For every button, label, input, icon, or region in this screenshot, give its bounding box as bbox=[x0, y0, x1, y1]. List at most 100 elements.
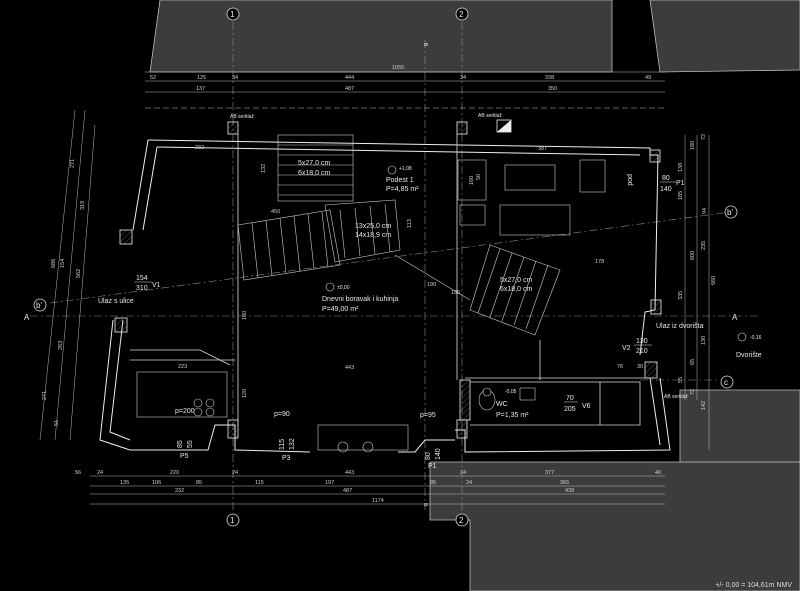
living-area: P=49,00 m² bbox=[322, 306, 359, 313]
bottom-dimension-lines bbox=[90, 475, 665, 505]
dvoriste-level: -0,16 bbox=[750, 335, 762, 341]
axis-b-prime-left: b' bbox=[36, 301, 42, 310]
entry-yard-label: Ulaz iz dvorišta bbox=[656, 323, 704, 330]
dim-right-inner-value: 55 bbox=[678, 377, 684, 383]
dim-top-row3-value: 350 bbox=[548, 86, 557, 92]
svg-text:70: 70 bbox=[566, 395, 574, 402]
dim-right-value: 335 bbox=[678, 291, 684, 300]
axis-b-top: B bbox=[422, 43, 428, 47]
pod-label: pod bbox=[626, 174, 633, 186]
ab-serklaz-label-top: AB serklaž bbox=[230, 114, 254, 120]
svg-text:55: 55 bbox=[187, 440, 194, 448]
ab-serklaz-label-right: AB serklaž bbox=[664, 394, 688, 400]
dim-bottom-row1-value: 24 bbox=[460, 470, 466, 476]
dim-bottom-row3-value: 487 bbox=[343, 488, 352, 494]
dim-left-inner-value: 319 bbox=[80, 201, 86, 210]
dim-right-value: 142 bbox=[701, 401, 707, 410]
ab-serklaz-label-top-2: AB serklaž bbox=[478, 113, 502, 119]
opening-v2: 130 210 V2 bbox=[622, 338, 652, 355]
section-marker bbox=[496, 119, 512, 133]
inner-dimension-value: 223 bbox=[178, 364, 187, 370]
svg-text:80: 80 bbox=[662, 175, 670, 182]
inner-dimension-value: 232 bbox=[195, 145, 204, 151]
room-podest: +1,08 Podest 1 P=4,85 m² bbox=[386, 165, 419, 193]
dim-right-value: 235 bbox=[701, 241, 707, 250]
dim-top-row2-value: 34 bbox=[460, 75, 466, 81]
side-dimension-lines bbox=[39, 109, 710, 450]
dim-top-overall: 1055 bbox=[392, 65, 404, 71]
stair-1-label-a: 5x27,0 cm bbox=[298, 160, 330, 167]
dim-bottom-row1-value: 40 bbox=[655, 470, 661, 476]
svg-text:80: 80 bbox=[425, 452, 432, 460]
stair-1 bbox=[277, 134, 354, 202]
living-name: Dnevni boravak i kuhinja bbox=[322, 296, 398, 303]
dim-right-inner-value: 72 bbox=[690, 389, 696, 395]
dim-right-inner-value: 94 bbox=[702, 208, 708, 214]
inner-dimension-value: 50 bbox=[476, 174, 482, 180]
reference-level-note: +/- 0,00 = 104,61m NMV bbox=[715, 582, 792, 589]
stair-2 bbox=[237, 199, 401, 281]
dim-left-inner-value: 562 bbox=[76, 269, 82, 278]
svg-text:V6: V6 bbox=[582, 403, 591, 410]
room-dvoriste: -0,16 Dvorište bbox=[736, 332, 762, 359]
dim-bottom-row1-value: 24 bbox=[97, 470, 103, 476]
opening-p1-top: 80 140 P1 bbox=[660, 175, 685, 193]
dim-bottom-row2-value: 135 bbox=[120, 480, 129, 486]
inner-dimension-value: 160 bbox=[469, 176, 475, 185]
stair-3 bbox=[394, 244, 561, 336]
dim-bottom-row1-value: 377 bbox=[545, 470, 554, 476]
room-wc: -0,05 WC P=1,35 m² bbox=[482, 387, 529, 419]
stair-3-label-b: 6x18,0 cm bbox=[500, 286, 532, 293]
inner-dimension-value: 180 bbox=[242, 311, 248, 320]
dim-top-row2-value: 34 bbox=[232, 75, 238, 81]
axis-b-bottom: B bbox=[422, 503, 428, 507]
wc-area: P=1,35 m² bbox=[496, 412, 529, 419]
dim-bottom-row3: 232 487 438 bbox=[175, 488, 574, 494]
stair-2-label-a: 13x25,0 cm bbox=[355, 223, 391, 230]
dim-right-inner-value: 138 bbox=[678, 163, 684, 172]
svg-text:P3: P3 bbox=[282, 455, 291, 462]
opening-v1: 154 310 V1 bbox=[134, 275, 161, 292]
opening-v6: 70 205 V6 bbox=[564, 395, 591, 413]
dim-left-value: 51 bbox=[54, 420, 60, 426]
top-dimension-lines bbox=[145, 71, 665, 109]
inner-dimension-value: 76 bbox=[617, 364, 623, 370]
dim-left-value: 271 bbox=[42, 391, 48, 400]
axis-1-bottom: 1 bbox=[230, 516, 235, 525]
svg-text:p=200: p=200 bbox=[175, 408, 195, 415]
dvoriste-name: Dvorište bbox=[736, 352, 762, 359]
axis-markers bbox=[33, 7, 738, 527]
columns bbox=[114, 121, 662, 439]
dim-bottom-row3-value: 438 bbox=[565, 488, 574, 494]
svg-text:140: 140 bbox=[435, 448, 442, 460]
entry-street-label: Ulaz s ulice bbox=[98, 298, 134, 305]
dim-bottom-overall: 1174 bbox=[372, 498, 384, 504]
axis-1-top: 1 bbox=[230, 10, 235, 19]
dim-top-row2-value: 49 bbox=[645, 75, 651, 81]
svg-text:P5: P5 bbox=[180, 453, 189, 460]
dim-bottom-row2-value: 85 bbox=[196, 480, 202, 486]
wc-level: -0,05 bbox=[505, 389, 517, 395]
dim-bottom-row2-value: 24 bbox=[466, 480, 472, 486]
inner-dimension-value: 132 bbox=[261, 164, 267, 173]
dim-right-inner-value: 600 bbox=[690, 251, 696, 260]
dim-right-value: 180 bbox=[690, 141, 696, 150]
inner-dimension-value: 30 bbox=[637, 364, 643, 370]
inner-dimension-value: 190 bbox=[451, 290, 460, 296]
dim-bottom-row3-value: 232 bbox=[175, 488, 184, 494]
interior-walls bbox=[130, 134, 650, 426]
furniture bbox=[136, 159, 606, 453]
grid-axes bbox=[30, 22, 760, 512]
dim-bottom-row2-value: 115 bbox=[255, 480, 264, 486]
inner-dimension-value: 190 bbox=[427, 282, 436, 288]
dim-top-row2-value: 444 bbox=[345, 75, 354, 81]
opening-p5: p=200 85 55 P5 bbox=[175, 408, 195, 460]
podest-name: Podest 1 bbox=[386, 177, 414, 184]
svg-text:154: 154 bbox=[136, 275, 148, 282]
stair-2-label-b: 14x18,9 cm bbox=[355, 232, 391, 239]
opening-p3: p=90 115 132 P3 bbox=[274, 411, 296, 462]
